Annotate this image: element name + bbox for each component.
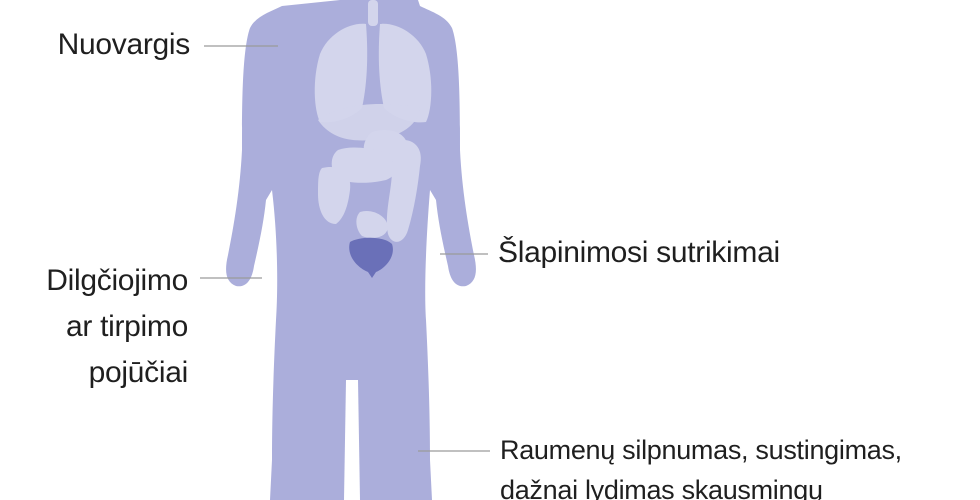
label-tingling-line-3: pojūčiai: [46, 350, 188, 396]
label-muscle-line-1: Raumenų silpnumas, sustingimas,: [500, 430, 902, 470]
label-urinary-text: Šlapinimosi sutrikimai: [498, 234, 780, 272]
trachea: [368, 0, 378, 26]
label-tingling-line-1: Dilgčiojimo: [46, 258, 188, 304]
label-fatigue: Nuovargis: [58, 26, 190, 64]
label-urinary: Šlapinimosi sutrikimai: [498, 234, 780, 272]
label-muscle-line-2: dažnai lydimas skausmingų: [500, 470, 902, 500]
label-fatigue-text: Nuovargis: [58, 26, 190, 64]
label-tingling: Dilgčiojimo ar tirpimo pojūčiai: [46, 258, 188, 396]
leg-gap: [344, 380, 360, 500]
label-tingling-line-2: ar tirpimo: [46, 304, 188, 350]
label-muscle: Raumenų silpnumas, sustingimas, dažnai l…: [500, 430, 902, 500]
